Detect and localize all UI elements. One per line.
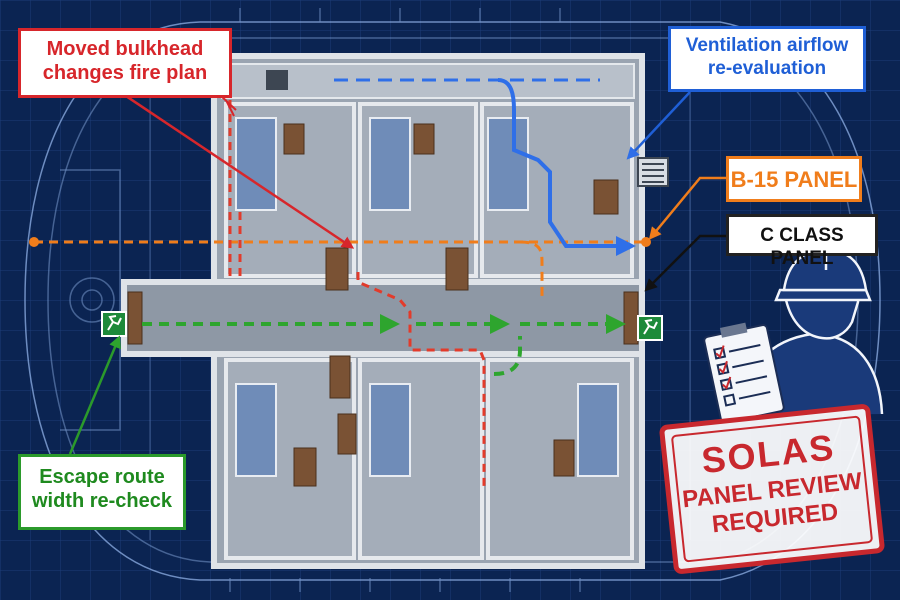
- bulkhead-leader-arrow: [119, 90, 355, 249]
- stamp-inner-border: [670, 415, 874, 563]
- callout-vent-line1: Ventilation airflow: [685, 35, 849, 56]
- desk: [337, 413, 357, 455]
- bed: [369, 117, 411, 211]
- ventilation-grille-icon: [266, 70, 288, 90]
- callout-b15-label: B-15 PANEL: [730, 167, 858, 192]
- desk: [283, 123, 305, 155]
- callout-escape-line1: Escape route: [39, 466, 165, 488]
- desk: [553, 439, 575, 477]
- bed: [487, 117, 529, 211]
- deckhouse: [121, 53, 669, 569]
- exit-sign-icon: [637, 315, 663, 341]
- callout-escape-route: Escape route width re-check: [18, 454, 186, 530]
- bed: [235, 117, 277, 211]
- callout-vent-line2: re-evaluation: [707, 57, 827, 79]
- callout-moved-bulkhead: Moved bulkhead changes fire plan: [18, 28, 232, 98]
- cabin-door: [325, 247, 349, 291]
- vent-leader-arrow: [626, 91, 691, 160]
- fire-route-line: [228, 100, 242, 282]
- desk: [413, 123, 435, 155]
- corridor-door: [127, 291, 143, 345]
- solas-review-stamp: SOLAS PANEL REVIEW REQUIRED: [658, 403, 886, 575]
- bed: [369, 383, 411, 477]
- fire-route-line: [356, 272, 486, 488]
- desk: [293, 447, 317, 487]
- callout-b15-panel: B-15 PANEL: [726, 156, 862, 202]
- callout-c-class-panel: C CLASS PANEL: [726, 214, 878, 269]
- corridor-door: [623, 291, 639, 345]
- escape-route-branch: [493, 336, 522, 376]
- b15-leader-arrow: [648, 176, 726, 240]
- cabin-door: [329, 355, 351, 399]
- airflow-arrow: [497, 78, 636, 256]
- bed: [235, 383, 277, 477]
- desk: [593, 179, 619, 215]
- callout-bulkhead-line2: changes fire plan: [42, 62, 208, 84]
- callout-ventilation: Ventilation airflow re-evaluation: [668, 26, 866, 92]
- bed: [577, 383, 619, 477]
- callout-cclass-label: C CLASS PANEL: [760, 225, 844, 269]
- escape-leader-arrow: [68, 335, 121, 455]
- callout-bulkhead-line1: Moved bulkhead: [46, 38, 204, 60]
- exit-sign-icon: [101, 311, 127, 337]
- panel-line-end-dot: [641, 237, 651, 247]
- clipboard-checklist-icon: [703, 322, 785, 424]
- b15-panel-line: [34, 240, 642, 300]
- panel-line-end-dot: [29, 237, 39, 247]
- callout-escape-line2: width re-check: [31, 490, 173, 512]
- cabin-door: [445, 247, 469, 291]
- cclass-leader-arrow: [644, 234, 726, 292]
